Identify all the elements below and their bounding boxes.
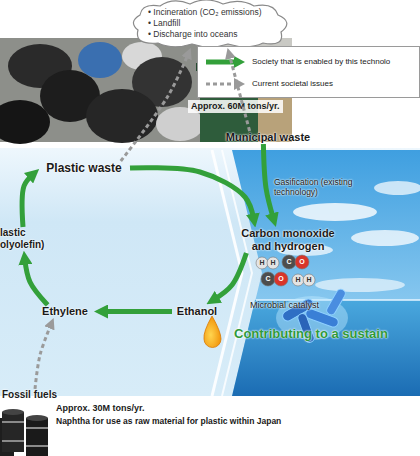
garbage-photo [78, 42, 122, 78]
molecule-icon [292, 274, 304, 286]
ocean-photo [315, 278, 405, 292]
molecule-icon [295, 255, 309, 269]
molecule-icon [303, 274, 315, 286]
garbage-photo [86, 89, 158, 143]
issue-arrow [35, 324, 51, 389]
node-text: lastic olyolefin) [0, 227, 46, 251]
ocean-photo [232, 150, 420, 396]
molecule-icon [256, 255, 315, 286]
process-step: lastic olyolefin) [0, 227, 46, 251]
flow-arrow [102, 309, 172, 314]
flow-arrow [213, 253, 246, 300]
flow-arrow [22, 174, 33, 227]
microbe-illustration [325, 288, 347, 317]
atom-symbol: H [266, 258, 280, 268]
node-text: Municipal waste [222, 131, 314, 144]
oil-barrels [26, 445, 48, 447]
edge-label: Gasification (existing technology) [274, 177, 374, 197]
atom-symbol: H [291, 275, 305, 285]
node-text: Carbon monoxide and hydrogen [236, 227, 340, 253]
ethanol-droplet [204, 316, 221, 348]
ocean-photo [232, 300, 420, 396]
quantity-note: Approx. 30M tons/yr. [56, 403, 196, 414]
atom-symbol: O [274, 274, 288, 284]
issue-cloud: • Incineration (CO₂ emissions)• Landfill… [128, 0, 294, 48]
process-step: Ethanol [172, 305, 222, 318]
oil-barrels [2, 421, 24, 423]
molecule-icon [267, 257, 279, 269]
legend-sample [206, 60, 236, 65]
source-label: Fossil fuels [2, 389, 68, 401]
legend-sample [204, 77, 246, 91]
quantity-note: Approx. 60M tons/yr. [188, 100, 283, 113]
legend-text: Society that is enabled by this technolo [252, 56, 390, 68]
legend-text: Current societal issues [252, 78, 333, 90]
atom-symbol: H [255, 258, 269, 268]
oil-barrels [2, 409, 24, 415]
oil-barrels [2, 440, 24, 442]
atom-symbol: O [295, 257, 309, 267]
process-step: Carbon monoxide and hydrogen [236, 227, 340, 253]
ethanol-droplet [204, 316, 221, 348]
ocean-photo [293, 203, 377, 221]
background-band [0, 148, 420, 396]
node-text: Plastic waste [38, 161, 130, 175]
legend-sample [206, 83, 236, 86]
oil-barrels [0, 409, 48, 456]
ocean-photo [351, 230, 419, 246]
issue-arrow [229, 54, 249, 131]
node-text: • Discharge into oceans [148, 29, 288, 40]
molecule-icon [261, 272, 275, 286]
oil-barrels [2, 412, 24, 452]
process-step: Ethylene [36, 305, 94, 318]
legend-sample [204, 55, 246, 69]
node-text: Ethanol [172, 305, 222, 318]
node-text: Ethylene [36, 305, 94, 318]
node-text: • Incineration (CO₂ emissions) [148, 7, 288, 18]
molecule-icon [274, 272, 288, 286]
atom-symbol: C [282, 257, 296, 267]
chevron-line [212, 150, 242, 396]
molecule-icon [256, 257, 268, 269]
oil-barrels [26, 418, 48, 456]
node-text: Fossil fuels [2, 389, 68, 401]
molecule-icon [282, 255, 296, 269]
flow-arrow [130, 168, 254, 220]
catalyst-label: Microbial catalyst [250, 300, 330, 311]
node-text: • Landfill [148, 18, 288, 29]
oil-barrels [26, 415, 48, 421]
issue-arrow [121, 53, 189, 161]
flow-arrow [263, 144, 273, 219]
slogan-text: Contributing to a sustain [234, 326, 420, 342]
legend-sample [234, 56, 245, 68]
garbage-photo [0, 100, 50, 144]
legend-box: Society that is enabled by this technolo… [197, 46, 420, 98]
background-band [0, 148, 420, 396]
ocean-photo [374, 181, 420, 195]
process-step: Municipal waste [222, 131, 314, 144]
oil-barrels [26, 427, 48, 429]
process-step: Plastic waste [38, 161, 130, 175]
legend-sample [234, 78, 245, 90]
quantity-note: Naphtha for use as raw material for plas… [56, 416, 416, 427]
flow-arrow [25, 259, 48, 305]
atom-symbol: H [302, 275, 316, 285]
atom-symbol: C [261, 274, 275, 284]
